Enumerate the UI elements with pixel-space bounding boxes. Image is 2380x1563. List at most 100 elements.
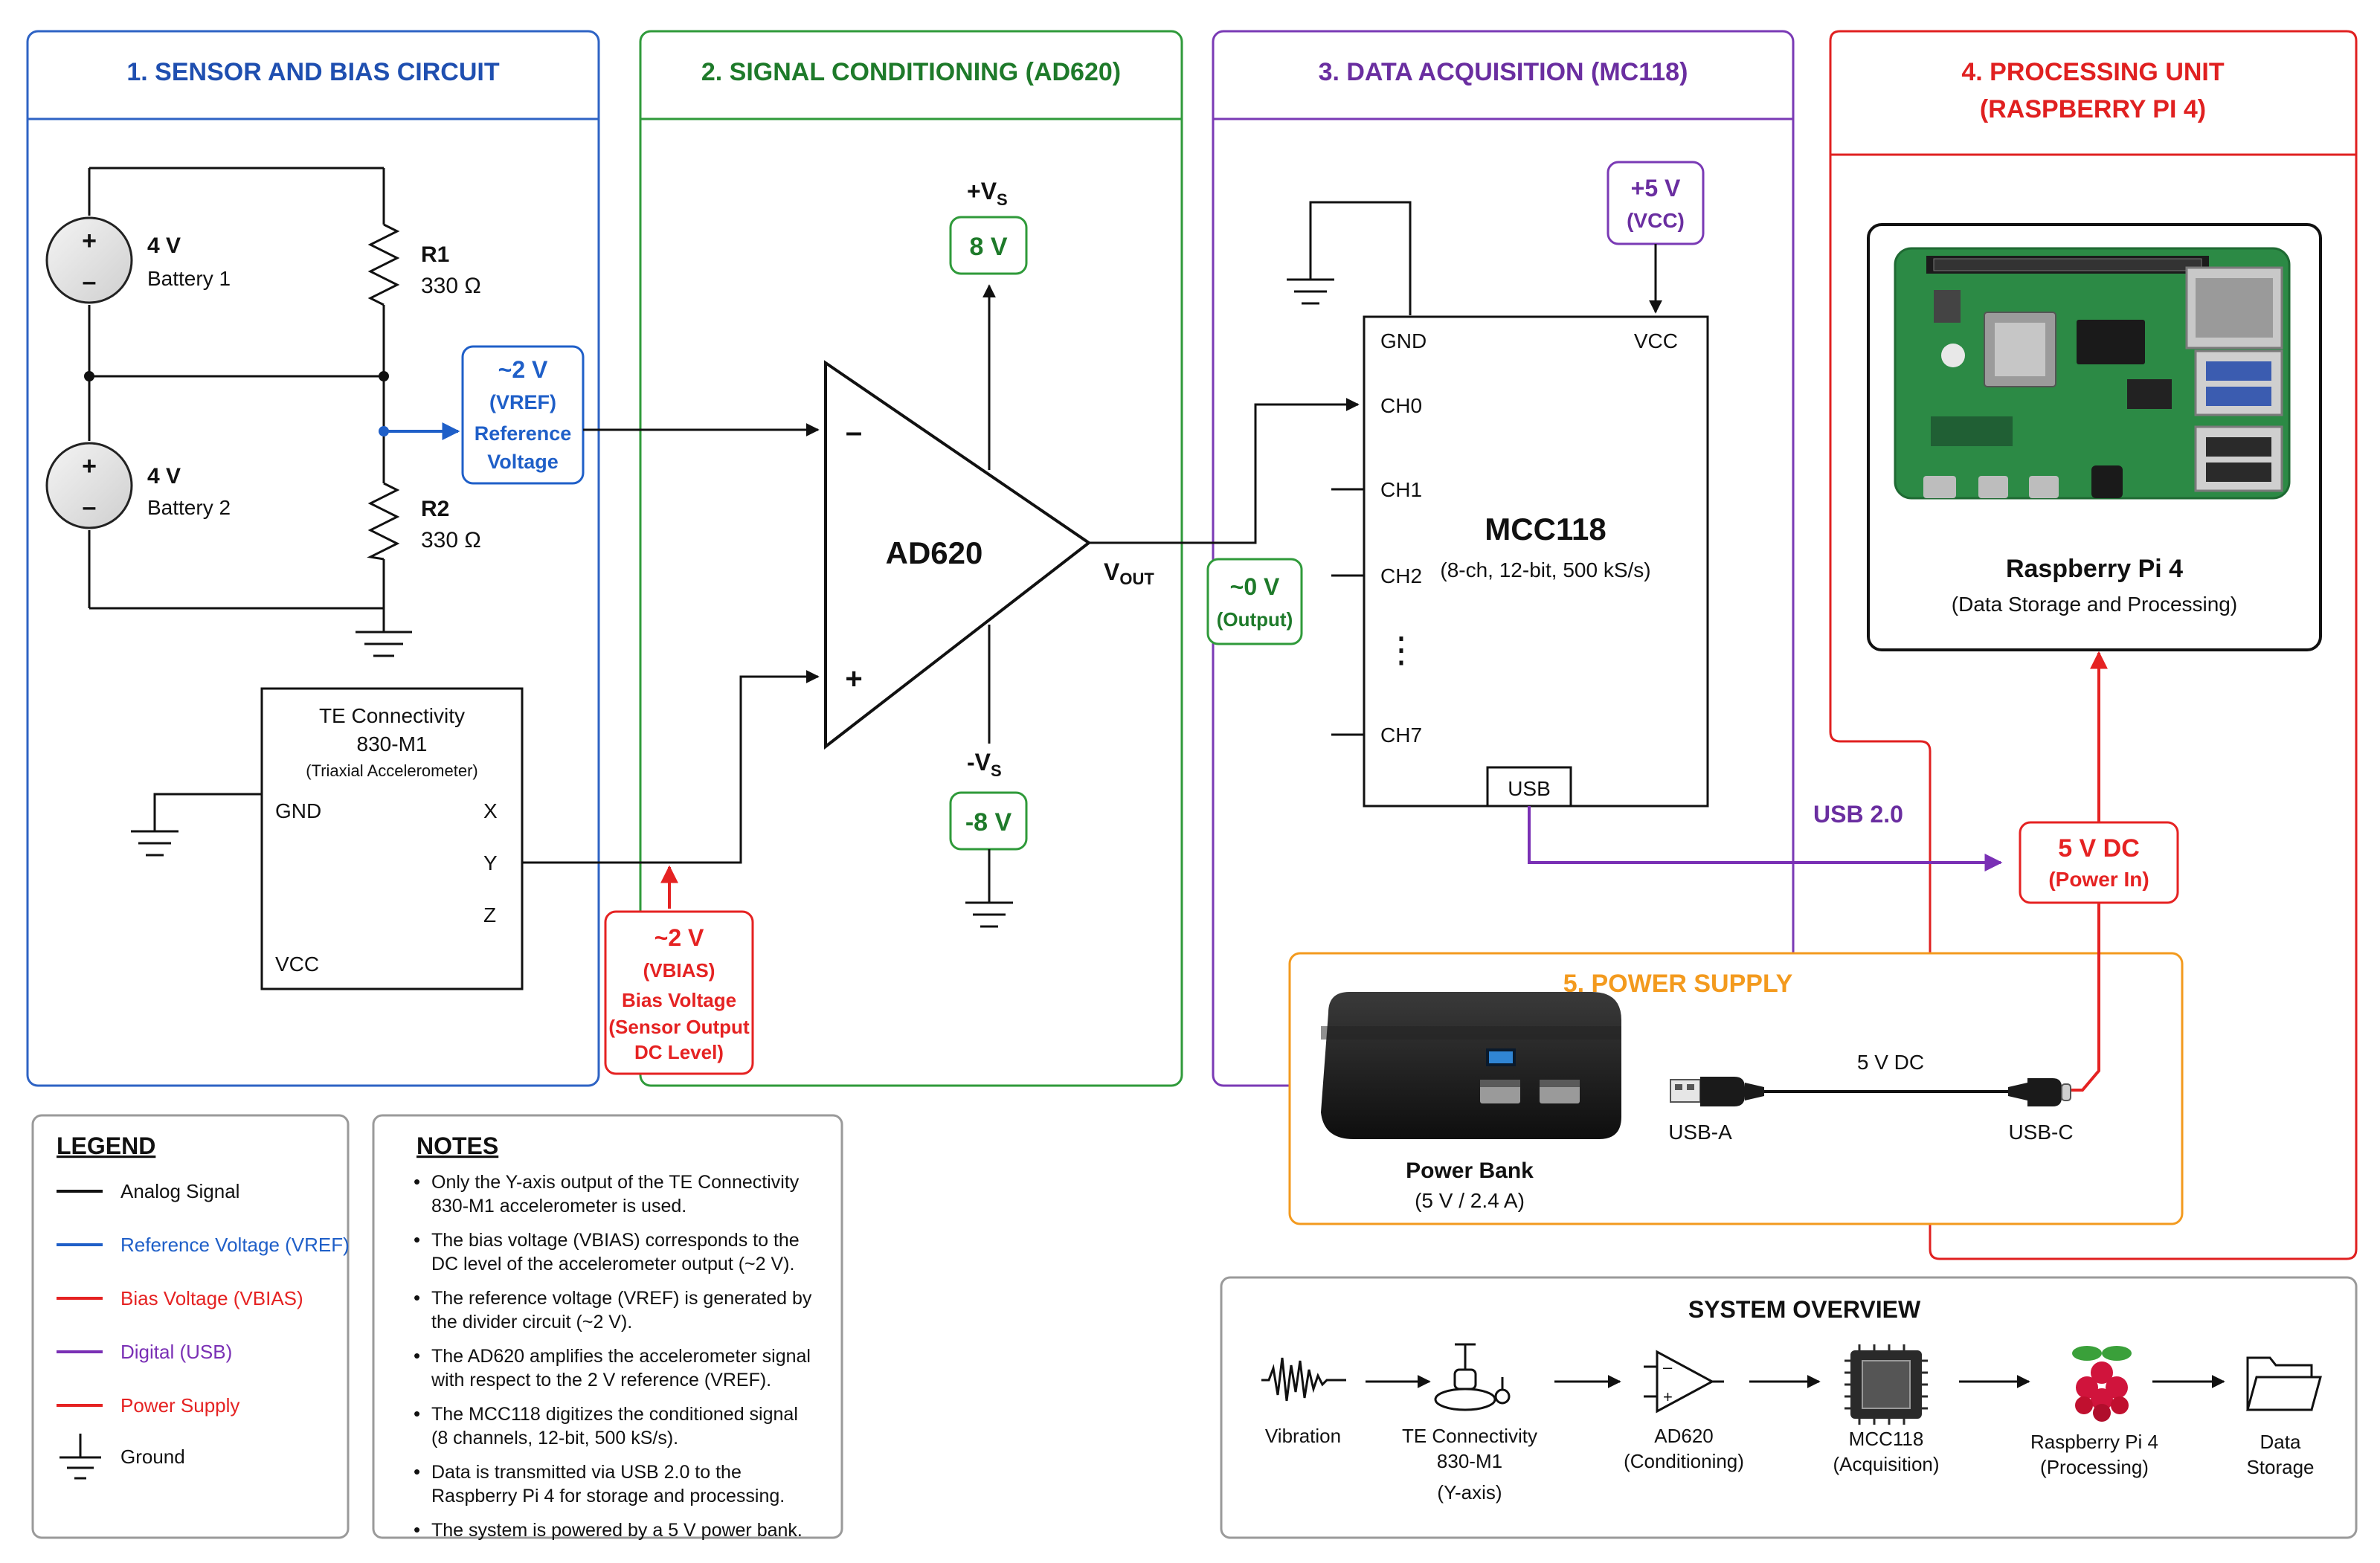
note-line: DC level of the accelerometer output (~2…	[431, 1254, 794, 1274]
daq-channel-ellipsis: ⋮	[1383, 631, 1419, 670]
daq-vcc-badge: +5 V (VCC)	[1606, 161, 1705, 245]
note-line: 830-M1 accelerometer is used.	[431, 1196, 686, 1216]
note-line: The reference voltage (VREF) is generate…	[431, 1288, 812, 1309]
note-bullet: •	[414, 1518, 420, 1541]
daq-pin-ch0: CH0	[1380, 394, 1422, 417]
vout-wire	[1089, 398, 1360, 544]
usb-c-label: USB-C	[2008, 1121, 2073, 1144]
usb-link-label: USB 2.0	[1813, 801, 1903, 828]
system-overview-box: SYSTEM OVERVIEW – +	[1220, 1276, 2358, 1539]
conditioning-section-title: 2. SIGNAL CONDITIONING (AD620)	[701, 58, 1121, 86]
usb-a-plug-icon	[1670, 1077, 1764, 1106]
vref-label-line2: Voltage	[487, 451, 559, 473]
amp-ground-icon	[965, 849, 1013, 928]
accelerometer-type: (Triaxial Accelerometer)	[306, 761, 477, 780]
battery-1-label: Battery 1	[147, 267, 231, 290]
note-bullet: •	[414, 1286, 420, 1309]
note-line: The bias voltage (VBIAS) corresponds to …	[431, 1230, 800, 1251]
amp-name: AD620	[886, 535, 983, 570]
notes-title: NOTES	[416, 1132, 498, 1159]
note-line: Data is transmitted via USB 2.0 to the	[431, 1462, 742, 1483]
legend-item-label: Reference Voltage (VREF)	[120, 1234, 350, 1256]
legend-title: LEGEND	[57, 1132, 155, 1159]
accelerometer-pin-z: Z	[483, 903, 496, 926]
overview-step-label: 830-M1	[1437, 1450, 1502, 1472]
amp-vpos-value: 8 V	[969, 233, 1007, 261]
raspberry-icon	[2072, 1346, 2132, 1422]
overview-step-label: TE Connectivity	[1402, 1425, 1537, 1447]
note-bullet: •	[414, 1344, 420, 1367]
svg-text:–: –	[83, 493, 97, 521]
overview-step-label: (Acquisition)	[1833, 1453, 1939, 1475]
note-bullet: •	[414, 1170, 420, 1193]
accelerometer-model: 830-M1	[357, 732, 428, 755]
note-line: with respect to the 2 V reference (VREF)…	[431, 1370, 771, 1390]
daq-vcc-label: (VCC)	[1627, 209, 1685, 232]
overview-step-label: Data	[2260, 1431, 2301, 1453]
notes-list: •Only the Y-axis output of the TE Connec…	[414, 1170, 812, 1541]
overview-step-label: AD620	[1654, 1425, 1714, 1447]
mcc118-daq: GND VCC CH0 CH1 CH2 ⋮ CH7 MCC118 (8-ch, …	[1363, 315, 1709, 808]
note-line: The AD620 amplifies the accelerometer si…	[431, 1346, 811, 1367]
ad620-amplifier: – + AD620	[824, 360, 1092, 750]
overview-step-label: Storage	[2246, 1456, 2314, 1478]
note-bullet: •	[414, 1402, 420, 1425]
amp-minus: –	[846, 416, 862, 448]
accelerometer-icon	[1434, 1343, 1511, 1411]
amp-vout-label: VOUT	[1104, 558, 1154, 588]
note-bullet: •	[414, 1460, 420, 1483]
usb-digital-link	[1528, 806, 2003, 871]
overview-step-label: (Y-axis)	[1437, 1481, 1502, 1504]
legend-item-label: Analog Signal	[120, 1180, 239, 1202]
legend-ground-icon	[60, 1434, 101, 1480]
resistor-r2	[367, 482, 400, 561]
vbias-label-line1: Bias Voltage	[622, 989, 736, 1011]
raspberry-pi-board-image	[1894, 247, 2291, 500]
daq-pin-ch2: CH2	[1380, 564, 1422, 587]
amp-vneg-value: -8 V	[965, 808, 1012, 837]
svg-text:+: +	[1663, 1388, 1673, 1406]
pi-power-callout: 5 V DC (Power In)	[2019, 821, 2179, 904]
pi-power-label: (Power In)	[2048, 868, 2149, 891]
battery-2-label: Battery 2	[147, 496, 231, 519]
accelerometer-pin-y: Y	[483, 851, 498, 874]
battery-1-voltage: 4 V	[147, 233, 181, 258]
bias-divider-circuit	[88, 167, 412, 657]
notes-box: NOTES •Only the Y-axis output of the TE …	[372, 1114, 843, 1541]
resistor-r1	[367, 223, 400, 306]
r1-label: R1	[421, 242, 449, 267]
acquisition-section-title: 3. DATA ACQUISITION (MC118)	[1319, 58, 1688, 86]
note-line: Raspberry Pi 4 for storage and processin…	[431, 1486, 785, 1506]
r1-value: 330 Ω	[421, 274, 481, 298]
battery-1: + –	[45, 216, 133, 304]
r2-value: 330 Ω	[421, 528, 481, 552]
vbias-value: ~2 V	[654, 924, 704, 951]
amp-plus: +	[845, 663, 862, 695]
amp-vpos-label: +VS	[967, 178, 1008, 209]
note-line: The system is powered by a 5 V power ban…	[431, 1520, 803, 1541]
vbias-label-line2: (Sensor Output	[608, 1016, 750, 1038]
note-line: (8 channels, 12-bit, 500 kS/s).	[431, 1428, 678, 1448]
daq-spec: (8-ch, 12-bit, 500 kS/s)	[1440, 558, 1650, 581]
note-bullet: •	[414, 1228, 420, 1251]
legend-item-label: Power Supply	[120, 1394, 239, 1417]
accelerometer-pin-vcc: VCC	[275, 953, 319, 976]
note-line: the divider circuit (~2 V).	[431, 1312, 632, 1332]
usb-cable-label: 5 V DC	[1857, 1051, 1924, 1074]
usb-a-label: USB-A	[1668, 1121, 1732, 1144]
raspberry-pi-box: Raspberry Pi 4 (Data Storage and Process…	[1867, 223, 2322, 651]
amp-vneg-badge: -8 V	[949, 791, 1028, 851]
power-bank-rating: (5 V / 2.4 A)	[1415, 1189, 1525, 1212]
note-line: The MCC118 digitizes the conditioned sig…	[431, 1404, 798, 1425]
folder-icon	[2246, 1356, 2322, 1411]
battery-2-voltage: 4 V	[147, 464, 181, 489]
pi-power-value: 5 V DC	[2058, 834, 2140, 863]
svg-text:–: –	[83, 268, 97, 296]
output-level-label: (Output)	[1217, 608, 1293, 631]
accelerometer-pin-gnd: GND	[275, 799, 321, 822]
usb-c-plug-icon	[2008, 1078, 2071, 1106]
